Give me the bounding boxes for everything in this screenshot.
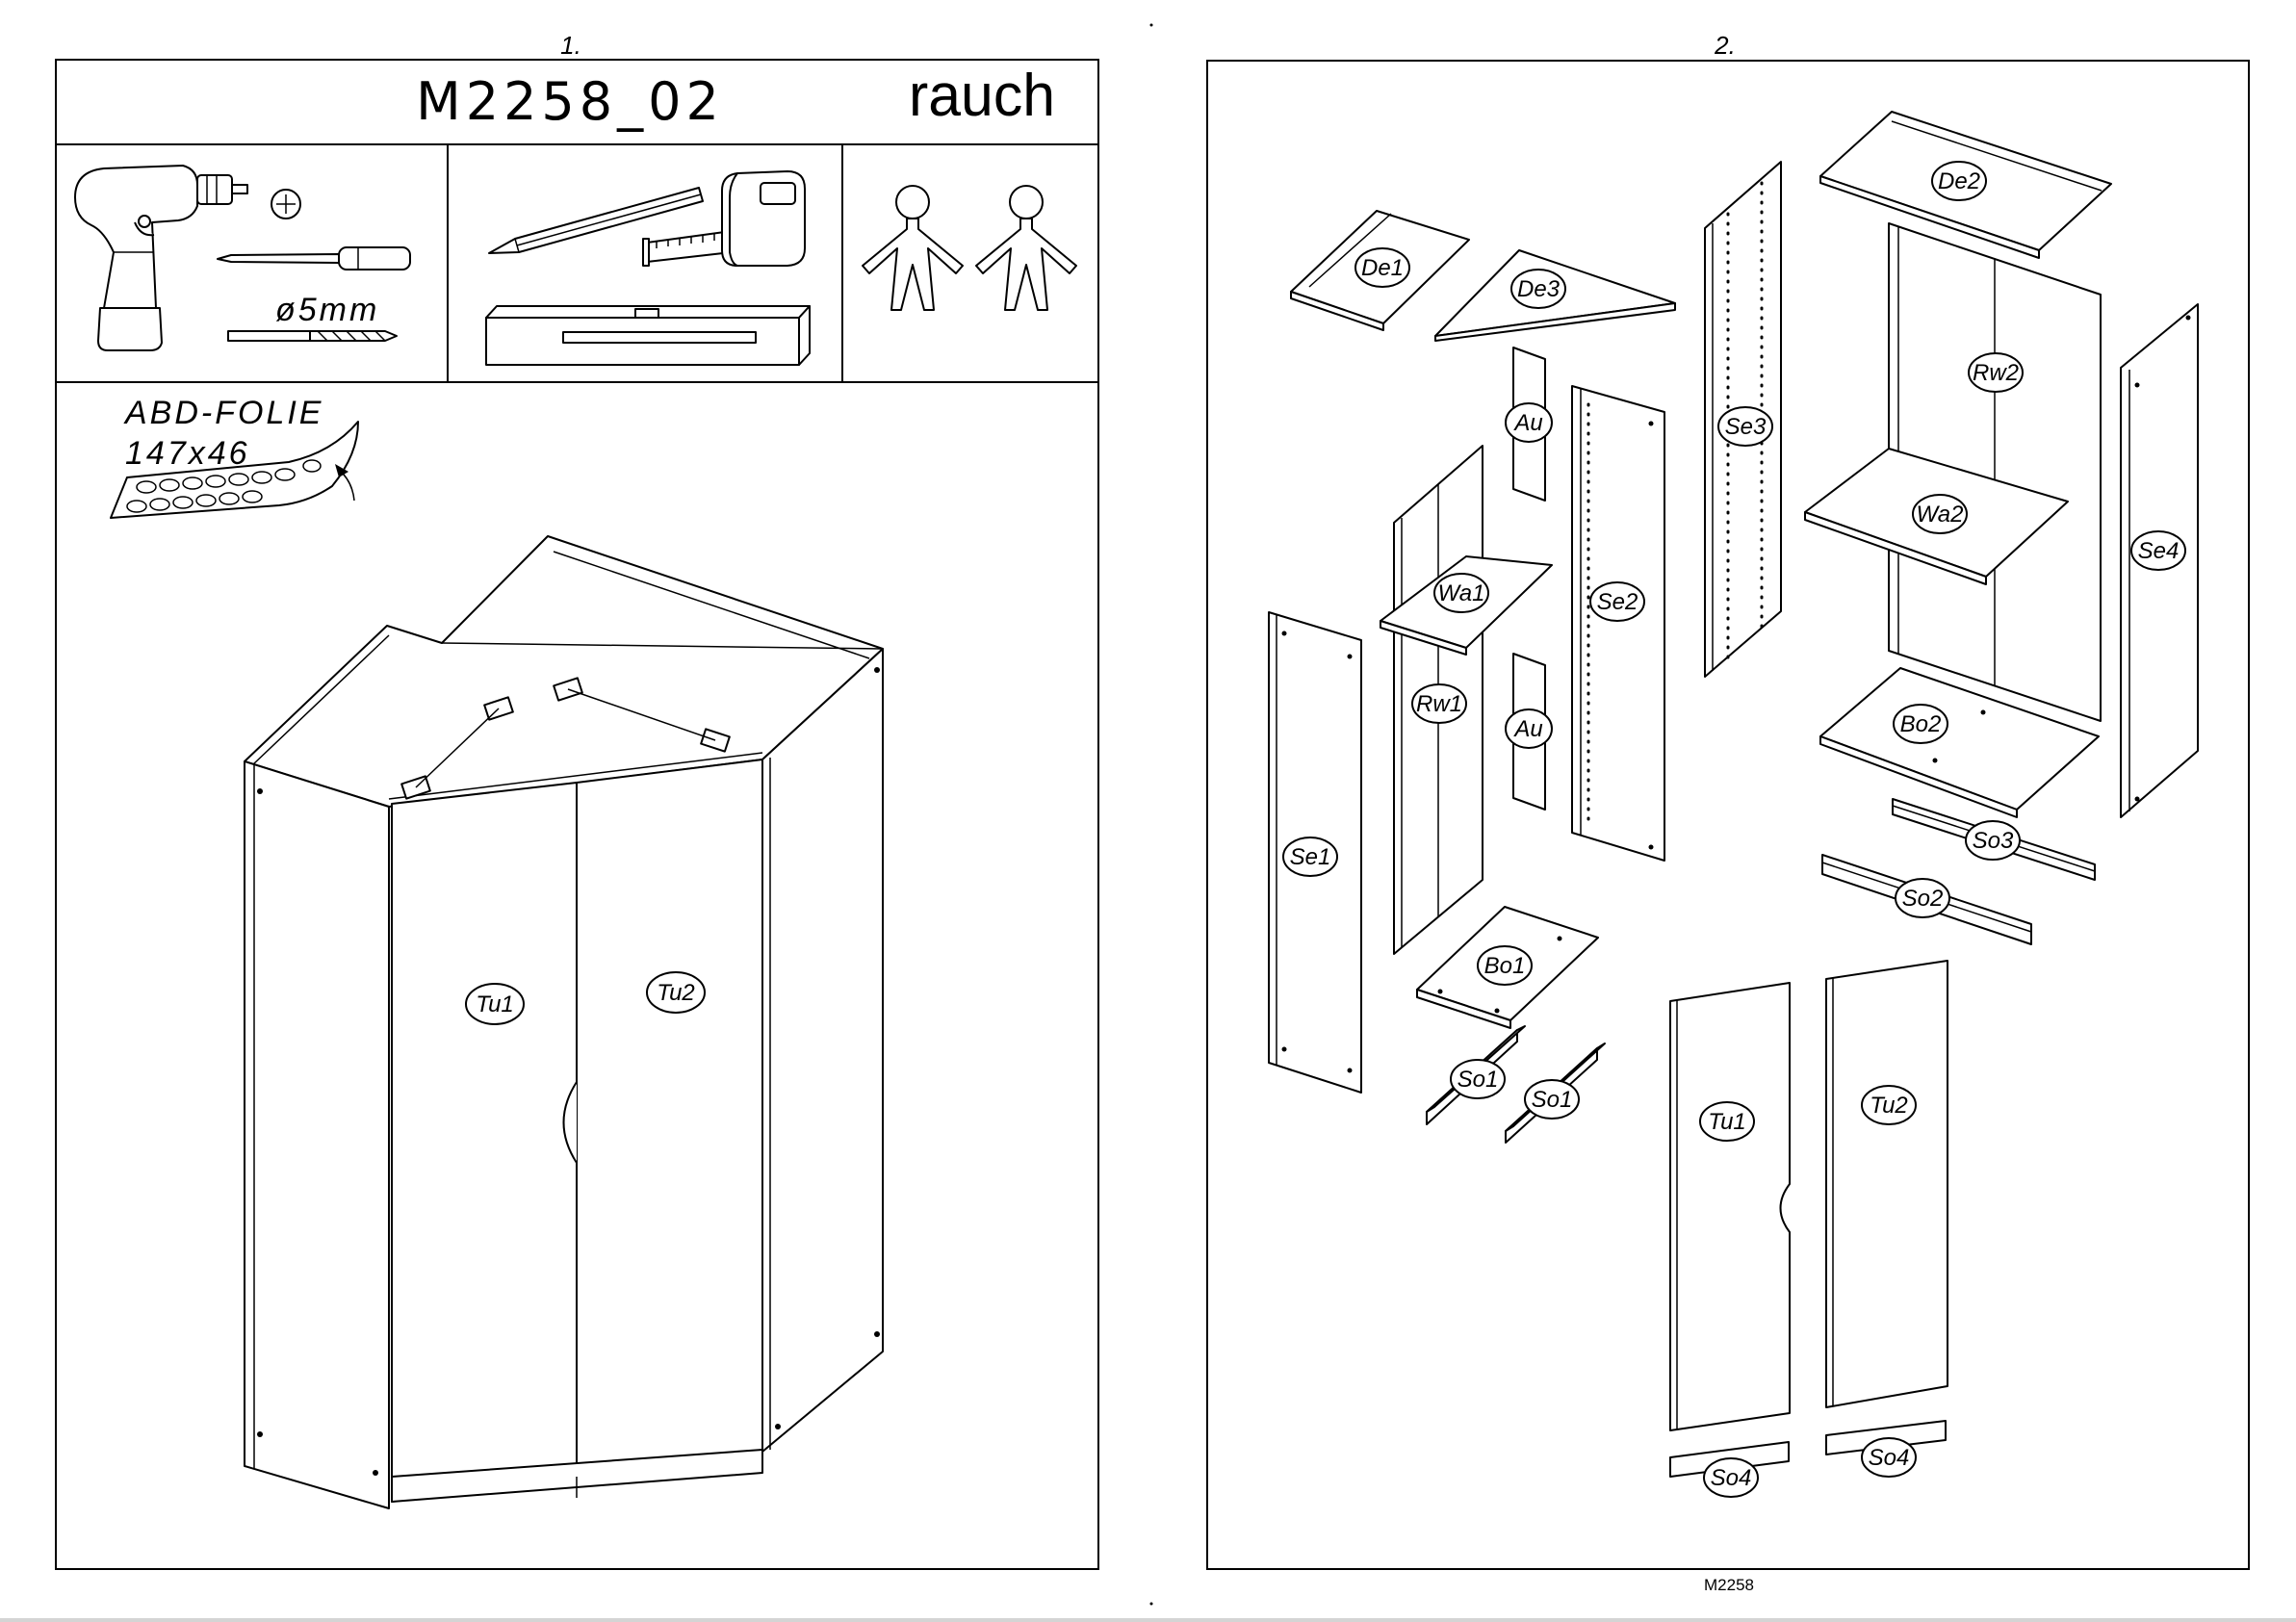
part-label-text: De1 [1361, 255, 1404, 281]
part-label-text: Tu2 [657, 980, 695, 1006]
wardrobe-door-right [577, 760, 762, 1477]
part-label-text: Se2 [1597, 589, 1638, 615]
part-label-text: Wa2 [1917, 502, 1964, 528]
screwdriver-icon [218, 247, 410, 270]
drill-hole [775, 1424, 781, 1429]
person-icon [863, 186, 963, 310]
part-label-text: Au [1512, 410, 1542, 436]
part-label-text: Bo2 [1900, 711, 1942, 737]
part-label-text: Tu1 [476, 991, 514, 1017]
tape-measure-icon [643, 171, 805, 266]
part-label-text: Rw2 [1973, 360, 2019, 386]
wardrobe-left-side-panel [245, 761, 389, 1508]
wardrobe-right-side-panel [762, 649, 883, 1452]
model-code: M2258_02 [416, 71, 724, 132]
part-label-se2: Se2 [1590, 582, 1644, 621]
person-icon [976, 186, 1076, 310]
part-label-bo1: Bo1 [1478, 946, 1532, 985]
part-label-tu2: Tu2 [1862, 1086, 1916, 1124]
door-label-tu2: Tu2 [647, 972, 705, 1013]
drill-hole [874, 667, 880, 673]
part-label-rw1: Rw1 [1412, 684, 1466, 723]
door-label-tu1: Tu1 [466, 984, 524, 1024]
part-label-text: Rw1 [1416, 691, 1462, 717]
part-label-text: Bo1 [1484, 953, 1526, 979]
panel-se2 [1572, 386, 1664, 861]
footer-model-code: M2258 [1704, 1576, 1754, 1594]
drill-hole [257, 788, 263, 794]
part-label-de2: De2 [1932, 162, 1986, 200]
drill-hole [874, 1331, 880, 1337]
part-label-se1: Se1 [1283, 837, 1337, 876]
drill-hole [257, 1431, 263, 1437]
film-size: 147x46 [125, 435, 250, 472]
part-label-text: De3 [1517, 276, 1561, 302]
drill-bit-icon [228, 331, 397, 341]
part-label-se4: Se4 [2131, 531, 2185, 570]
part-label-so4-left: So4 [1704, 1458, 1758, 1497]
page-2-number: 2. [1714, 31, 1736, 60]
part-label-wa2: Wa2 [1913, 495, 1967, 533]
bottom-edge-strip [0, 1618, 2296, 1622]
phillips-screw-icon [271, 190, 300, 219]
part-label-text: Au [1512, 716, 1542, 742]
part-label-text: So1 [1532, 1087, 1573, 1113]
part-label-text: De2 [1938, 168, 1980, 194]
door-tu1 [1670, 983, 1790, 1430]
part-label-text: So3 [1973, 828, 2014, 854]
part-label-text: Se1 [1290, 844, 1331, 870]
part-label-so2: So2 [1896, 879, 1949, 917]
part-label-text: Wa1 [1438, 580, 1485, 606]
spirit-level-icon [486, 306, 810, 365]
film-label: ABD-FOLIE [123, 395, 323, 431]
part-label-text: So4 [1711, 1465, 1752, 1491]
page-2: 2. [1207, 31, 2249, 1594]
registration-dot-top [1150, 24, 1153, 27]
part-label-text: So2 [1902, 886, 1944, 912]
part-label-rw2: Rw2 [1969, 353, 2023, 392]
part-label-bo2: Bo2 [1894, 705, 1948, 743]
part-label-so1-right: So1 [1525, 1080, 1579, 1119]
part-label-text: Se4 [2138, 538, 2180, 564]
part-label-au-bottom: Au [1506, 709, 1552, 748]
registration-dot-bottom [1150, 1603, 1153, 1606]
drill-hole [373, 1470, 378, 1476]
part-label-so1-left: So1 [1451, 1060, 1505, 1098]
part-label-de1: De1 [1355, 248, 1409, 287]
part-label-wa1: Wa1 [1434, 574, 1488, 612]
brand-logo: rauch [909, 63, 1055, 129]
page-1-number: 1. [560, 31, 581, 60]
page-1: 1. M2258_02 rauch ø5m [56, 31, 1098, 1569]
door-tu2 [1826, 961, 1948, 1407]
drill-bit-size-label: ø5mm [275, 292, 379, 328]
part-label-text: So4 [1869, 1445, 1910, 1471]
part-label-text: Tu2 [1870, 1093, 1908, 1119]
wardrobe-door-left [392, 783, 577, 1502]
part-label-text: Tu1 [1708, 1109, 1746, 1135]
part-label-text: So1 [1458, 1067, 1499, 1093]
part-label-se3: Se3 [1718, 407, 1772, 446]
part-label-tu1: Tu1 [1700, 1102, 1754, 1141]
part-label-au-top: Au [1506, 403, 1552, 442]
part-label-so3: So3 [1966, 821, 2020, 860]
part-label-so4-right: So4 [1862, 1438, 1916, 1477]
part-label-text: Se3 [1725, 414, 1767, 440]
part-label-de3: De3 [1511, 270, 1565, 308]
assembled-corner-wardrobe: Tu1 Tu2 [245, 536, 883, 1508]
